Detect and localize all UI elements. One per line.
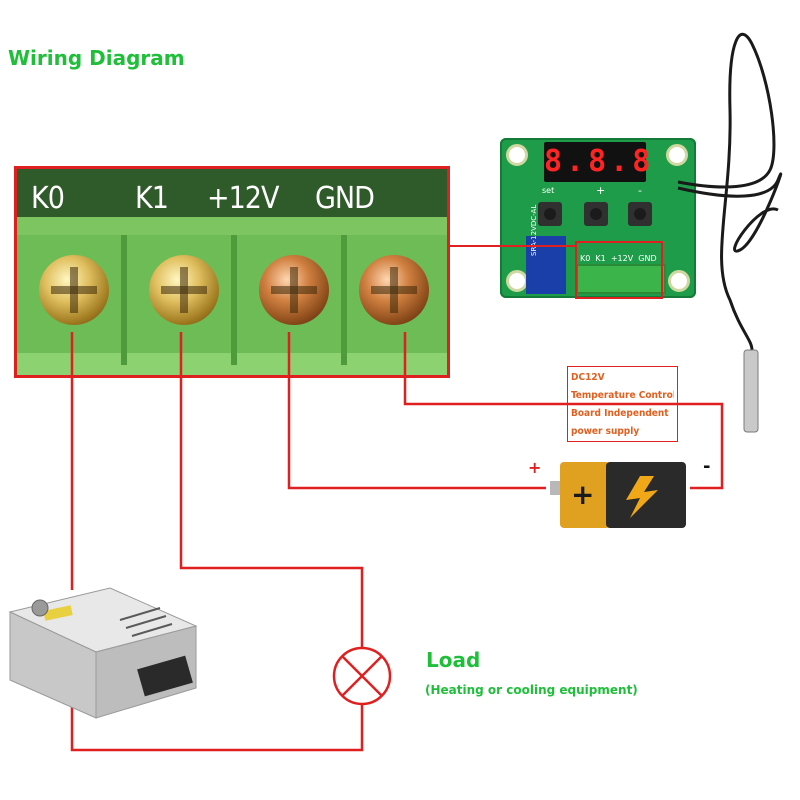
- battery-plus-label: +: [528, 458, 542, 477]
- power-note-line2: Temperature Control: [571, 390, 674, 401]
- mounting-hole: [668, 270, 690, 292]
- terminal-label-strip: K0 K1 +12V GND: [17, 169, 447, 217]
- terminal-divider: [121, 235, 127, 365]
- wire-load-return: [70, 690, 364, 752]
- load-label: Load: [426, 648, 481, 672]
- power-note-box: DC12V Temperature Control Board Independ…: [567, 366, 678, 442]
- display-digits: 8.8.8: [544, 144, 655, 179]
- diagram-title: Wiring Diagram: [8, 46, 185, 70]
- wire-gnd: [403, 332, 724, 490]
- led-display: 8.8.8: [544, 142, 655, 182]
- load-description: (Heating or cooling equipment): [425, 683, 638, 697]
- battery-plus-sign: +: [571, 478, 594, 511]
- terminal-block-closeup: K0 K1 +12V GND: [14, 166, 450, 378]
- power-supply-unit: [8, 587, 198, 719]
- board-terminal-highlight: [575, 241, 663, 299]
- minus-button: [628, 202, 652, 226]
- screw-gnd: [359, 255, 429, 325]
- battery-minus-label: -: [703, 456, 711, 477]
- terminal-label-k0: K0: [31, 181, 65, 216]
- thermostat-board: 8.8.8 set + - SRA-12VDC-AL K0 K1 +12V GN…: [500, 138, 696, 298]
- terminal-divider: [231, 235, 237, 365]
- plus-button: [584, 202, 608, 226]
- minus-label: -: [638, 184, 642, 197]
- terminal-label-gnd: GND: [315, 181, 375, 216]
- mounting-hole: [666, 144, 688, 166]
- battery-positive-section: [560, 462, 610, 528]
- plus-label: +: [596, 184, 606, 197]
- probe-cable: [677, 32, 776, 351]
- set-label: set: [542, 186, 555, 195]
- probe-cable-loop: [677, 172, 783, 253]
- screw-k0: [39, 255, 109, 325]
- power-note-line1: DC12V: [571, 372, 605, 383]
- set-button: [538, 202, 562, 226]
- mounting-hole: [506, 144, 528, 166]
- wire-12v: [287, 332, 546, 490]
- terminal-divider: [341, 235, 347, 365]
- screw-k1: [149, 255, 219, 325]
- terminal-top-edge: [17, 217, 447, 235]
- screw-12v: [259, 255, 329, 325]
- power-note-line3: Board Independent: [571, 408, 669, 419]
- terminal-label-k1: K1: [135, 181, 169, 216]
- board-terminal-block: [578, 266, 664, 292]
- terminal-label-12v: +12V: [207, 181, 279, 216]
- temperature-probe: [743, 349, 759, 433]
- power-note-line4: power supply: [571, 426, 640, 437]
- load-cross: [341, 655, 383, 697]
- battery-terminal: [550, 481, 560, 495]
- board-terminal-labels: K0 K1 +12V GND: [580, 254, 657, 263]
- battery-bolt-icon: [626, 476, 658, 518]
- wire-k1: [179, 332, 364, 648]
